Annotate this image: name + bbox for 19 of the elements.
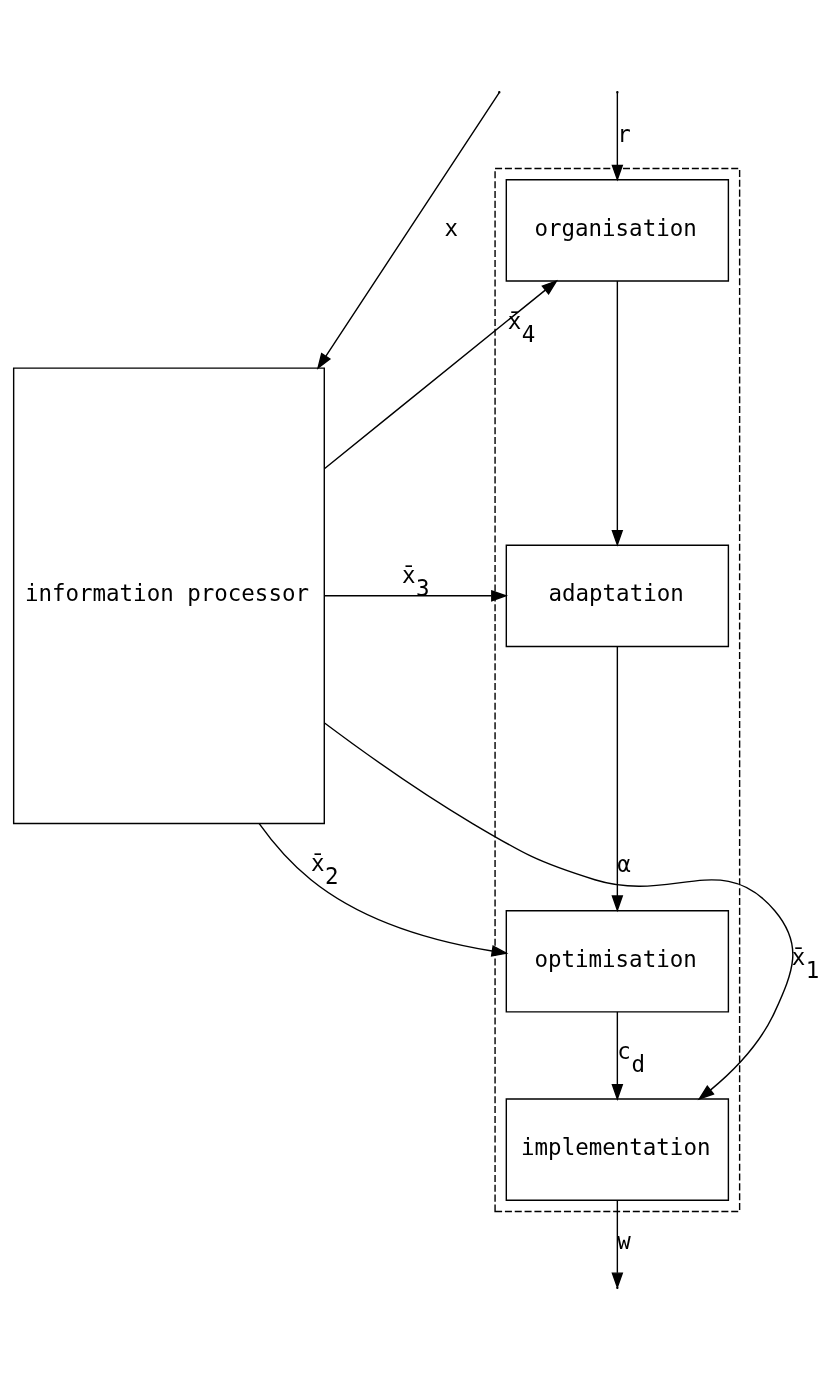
arrow xyxy=(611,1011,624,1101)
arrow xyxy=(323,279,559,470)
edge-label: w xyxy=(617,1228,631,1255)
arrow xyxy=(258,822,509,957)
node-box: optimisation xyxy=(505,909,730,1013)
edge-label: x xyxy=(444,214,458,241)
node-box: organisation xyxy=(505,179,730,282)
node-box: adaptation xyxy=(505,544,730,648)
edge-label: r xyxy=(617,120,631,147)
arrow xyxy=(323,722,794,1101)
cluster xyxy=(494,167,741,1213)
arrow xyxy=(611,645,624,913)
arrow xyxy=(611,92,624,182)
arrow xyxy=(316,92,500,370)
node-box: information processor xyxy=(12,367,325,825)
node-box: implementation xyxy=(505,1098,730,1201)
edge-label: α xyxy=(617,851,631,878)
arrow xyxy=(323,589,508,602)
arrow xyxy=(611,280,624,547)
